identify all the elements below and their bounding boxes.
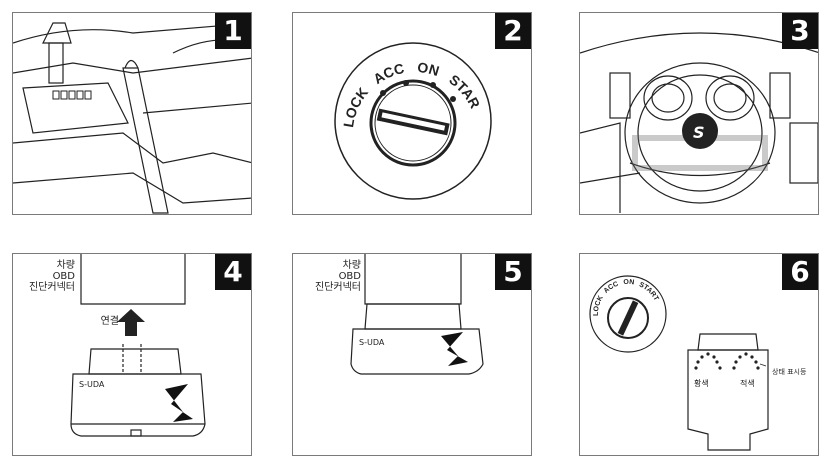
connect-label: 연결 <box>73 316 119 327</box>
ignition-lock-label: LOCK <box>340 84 371 128</box>
status-indicator-label: 상태 표시등 <box>772 367 806 377</box>
svg-text:S: S <box>693 123 705 142</box>
step-number-badge: 4 <box>215 254 251 290</box>
step-number-badge: 5 <box>495 254 531 290</box>
insert-arrow-icon <box>117 309 145 336</box>
obd-connector-label: 차량 OBD 진단커넥터 <box>15 260 75 293</box>
step-number-badge: 3 <box>782 13 818 49</box>
step-number-badge: 6 <box>782 254 818 290</box>
step-3-panel: S 3 <box>579 12 819 215</box>
device-brand: S-UDA <box>359 338 384 347</box>
step-number-badge: 2 <box>495 13 531 49</box>
step-number-badge: 1 <box>215 13 251 49</box>
yellow-led-label: 황색 <box>694 378 709 389</box>
ignition-start-label: START <box>293 13 483 111</box>
step-1-panel: 1 <box>12 12 252 215</box>
step-6-panel: LOCK ACC ON START 황색 적색 상태 표시등 6 <box>579 253 819 456</box>
ignition-on-label: ON <box>416 59 441 79</box>
step-2-panel: LOCK ACC ON START 2 <box>292 12 532 215</box>
step-5-panel: 차량 OBD 진단커넥터 S-UDA 5 <box>292 253 532 456</box>
device-brand: S-UDA <box>79 380 104 389</box>
step-4-panel: 차량 OBD 진단커넥터 연결 S-UDA 4 <box>12 253 252 456</box>
red-led-label: 적색 <box>740 378 755 389</box>
obd-connector-label: 차량 OBD 진단커넥터 <box>295 260 361 293</box>
